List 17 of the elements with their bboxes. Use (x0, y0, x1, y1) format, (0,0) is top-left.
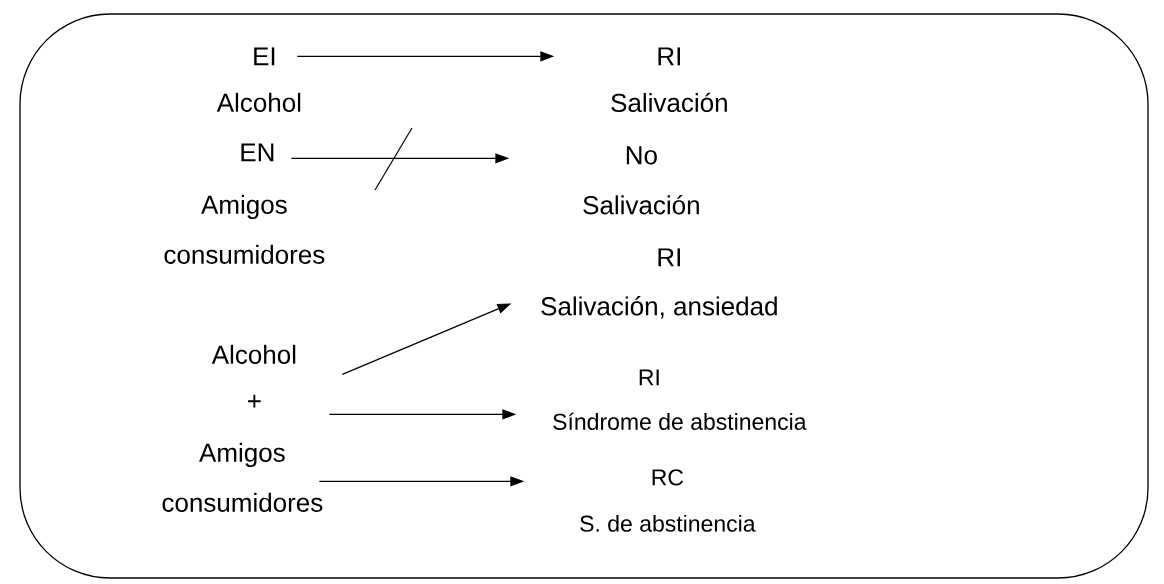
label-text: RI (658, 47, 680, 66)
label-text: RC (652, 469, 684, 486)
label-text: No Salivación (583, 146, 699, 215)
rounded-frame (19, 13, 1149, 579)
label-text: EN (241, 143, 274, 162)
label-text: Síndrome de abstinencia (553, 412, 807, 430)
label-text: Salivación (611, 92, 727, 113)
label-text: S. de abstinencia (580, 514, 756, 532)
label-text: EI (254, 47, 275, 66)
label-text: Salivación, ansiedad (541, 296, 777, 319)
label-text: + (248, 394, 261, 408)
label-text: Amigos consumidores (164, 194, 325, 264)
label-text: Amigos consumidores (162, 442, 323, 512)
label-text: RI (639, 369, 659, 386)
label-text: RI (658, 248, 680, 267)
label-text: Alcohol (216, 92, 301, 112)
label-text: Alcohol (211, 344, 296, 364)
